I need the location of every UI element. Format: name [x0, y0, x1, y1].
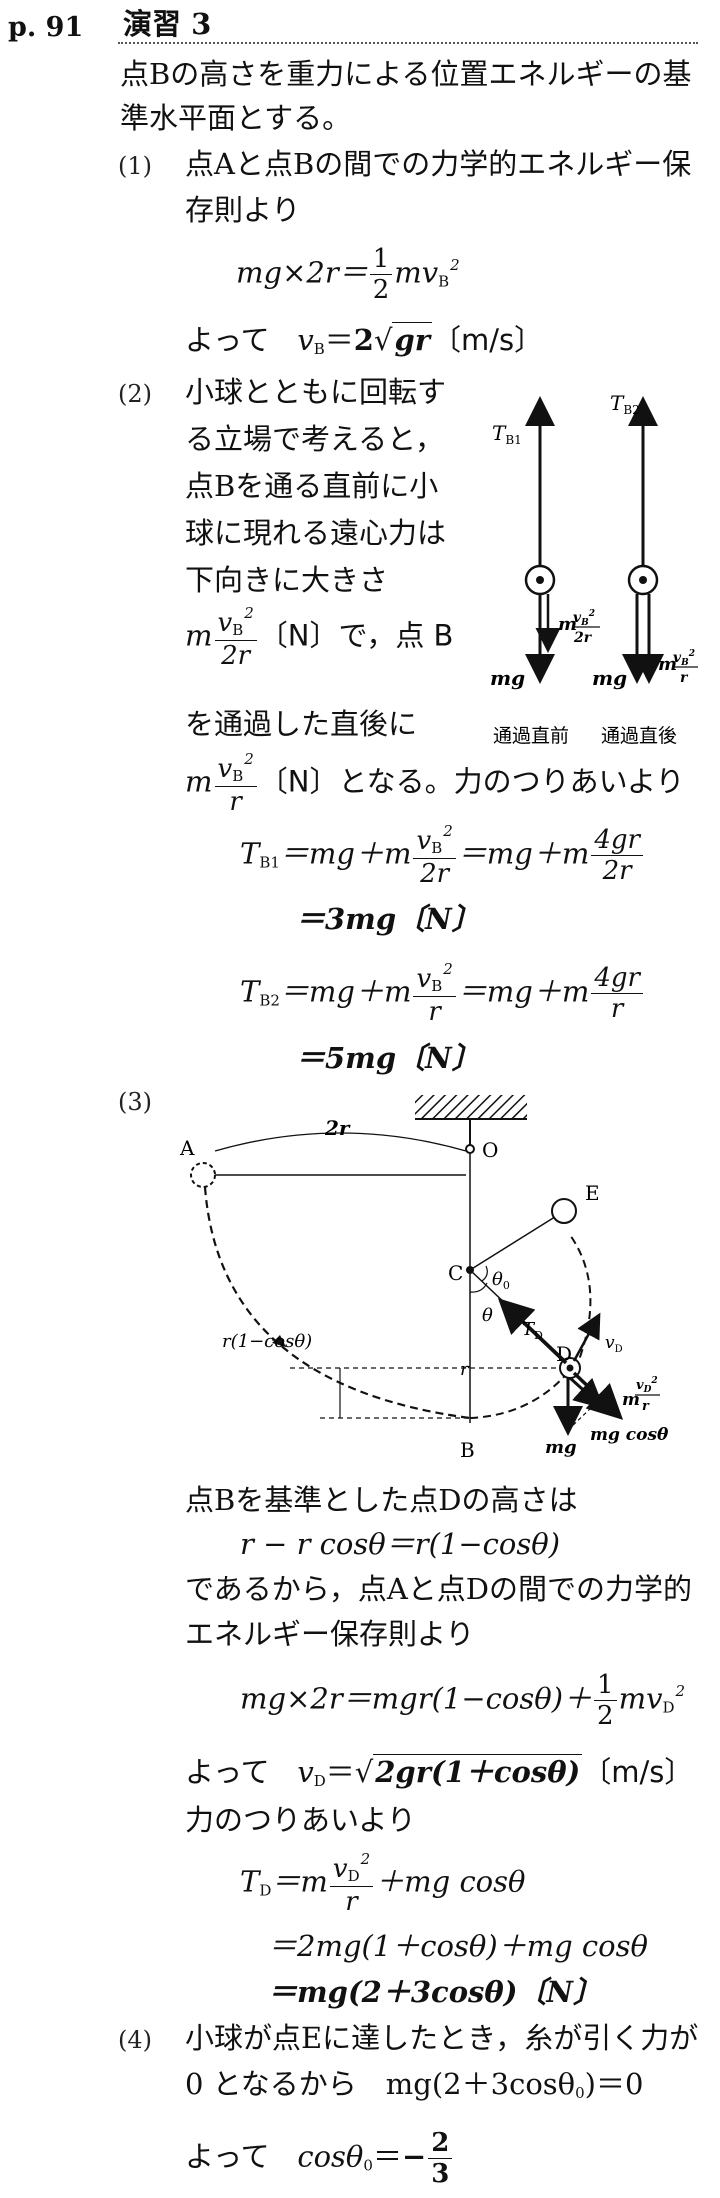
q3-number: (3) [118, 1088, 152, 1116]
q3-line-2: であるから，点Aと点Dの間での力学的 [185, 1572, 693, 1606]
label-mg-d: mg [545, 1437, 577, 1458]
label-b: B [460, 1438, 475, 1462]
q2-line-5: 下向きに大きさ [185, 563, 389, 597]
q1-number: (1) [118, 152, 152, 180]
q3-line-1: 点Bを基準とした点Dの高さは [185, 1483, 578, 1517]
q2-line-4: 球に現れる遠心力は [185, 516, 447, 550]
exercise-title: 演習 3 [123, 7, 212, 41]
q3-line-3: エネルギー保存則より [185, 1617, 475, 1651]
svg-text:vB2: vB2 [573, 609, 595, 628]
q3-vd-answer: よって vD＝√2gr(1＋cosθ)〔m/s〕 [185, 1754, 694, 1790]
label-r: r [460, 1359, 470, 1380]
q1-line-1: 点Aと点Bの間での力学的エネルギー保 [185, 147, 692, 181]
header-dotted-rule [118, 42, 698, 44]
label-after: 通過直後 [601, 725, 677, 747]
q4-line-2: 0 となるから mg(2＋3cosθ0)＝0 [185, 2067, 644, 2102]
q2-line-2: る立場で考えると， [185, 422, 444, 456]
pivot-o [465, 1144, 475, 1154]
centrifugal-label-before: m [558, 614, 577, 635]
label-a: A [179, 1136, 195, 1160]
label-theta: θ [482, 1305, 493, 1326]
label-theta0: θ0 [492, 1269, 510, 1292]
q3-td-line-2: ＝2mg(1＋cosθ)＋mg cosθ [268, 1929, 648, 1963]
svg-text:r: r [680, 670, 689, 686]
q2-force-figure: TB1 mg m vB2 2r 通過直前 TB2 mg m vB2 r 通過直後 [490, 391, 698, 747]
ball-a [190, 1162, 216, 1188]
intro-line-1: 点Bの高さを重力による位置エネルギーの基 [120, 57, 692, 91]
label-d: D [556, 1342, 572, 1366]
q2-line-3: 点Bを通る直前に小 [185, 469, 439, 503]
centrifugal-label-after: m [658, 654, 677, 675]
trajectory-arc [203, 1186, 471, 1420]
label-td: TD [522, 1319, 543, 1342]
label-before: 通過直前 [493, 725, 569, 747]
tension-b2-label: TB2 [610, 391, 640, 417]
label-c: C [448, 1261, 463, 1285]
q3-height-equation: r − r cosθ＝r(1−cosθ) [240, 1527, 561, 1561]
svg-text:r: r [642, 1399, 650, 1414]
mg-label-after: mg [592, 666, 627, 690]
svg-text:m: m [622, 1390, 640, 1410]
q2-line-7: を通過した直後に [185, 707, 418, 741]
q3-balance-line: 力のつりあいより [185, 1803, 416, 1837]
q3-pendulum-figure: O A 2r C E θ0 θ r D TD vD m vD2 r mg mg … [179, 1095, 669, 1462]
svg-text:vD2: vD2 [636, 1376, 658, 1395]
ceiling-hatch [415, 1095, 527, 1119]
page-number: p. 91 [8, 12, 84, 43]
tension-b1-label: TB1 [492, 421, 522, 447]
mgcos-arrow [568, 1376, 605, 1410]
svg-text:2r: 2r [573, 630, 593, 646]
q2-tb1-answer: ＝3mg〔N〕 [296, 902, 481, 936]
q1-line-2: 存則より [185, 193, 301, 227]
q4-line-1: 小球が点Eに達したとき，糸が引く力が [185, 2021, 699, 2055]
tension-d-arrow [497, 1298, 568, 1365]
q2-number: (2) [118, 380, 152, 408]
label-r1cos: r(1−cosθ) [222, 1331, 312, 1352]
svg-text:vB2: vB2 [673, 649, 695, 668]
q4-number: (4) [118, 2026, 152, 2054]
centrifugal-d-arrow [572, 1371, 624, 1420]
q2-line-1: 小球とともに回転す [185, 375, 447, 409]
intro-line-2: 準水平面とする。 [120, 101, 352, 135]
q1-answer: よって vB＝2√gr〔m/s〕 [185, 322, 544, 358]
velocity-d-arrow [572, 1312, 601, 1362]
q2-tb2-answer: ＝5mg〔N〕 [296, 1041, 481, 1075]
label-mgcos: mg cosθ [590, 1425, 669, 1445]
mg-label-before: mg [490, 666, 525, 690]
label-vd: vD [605, 1333, 623, 1355]
label-o: O [482, 1138, 498, 1162]
label-2r: 2r [324, 1116, 351, 1140]
q3-td-answer: ＝mg(2＋3cosθ)〔N〕 [268, 1975, 602, 2009]
ball-e [551, 1198, 577, 1224]
label-e: E [585, 1181, 600, 1205]
